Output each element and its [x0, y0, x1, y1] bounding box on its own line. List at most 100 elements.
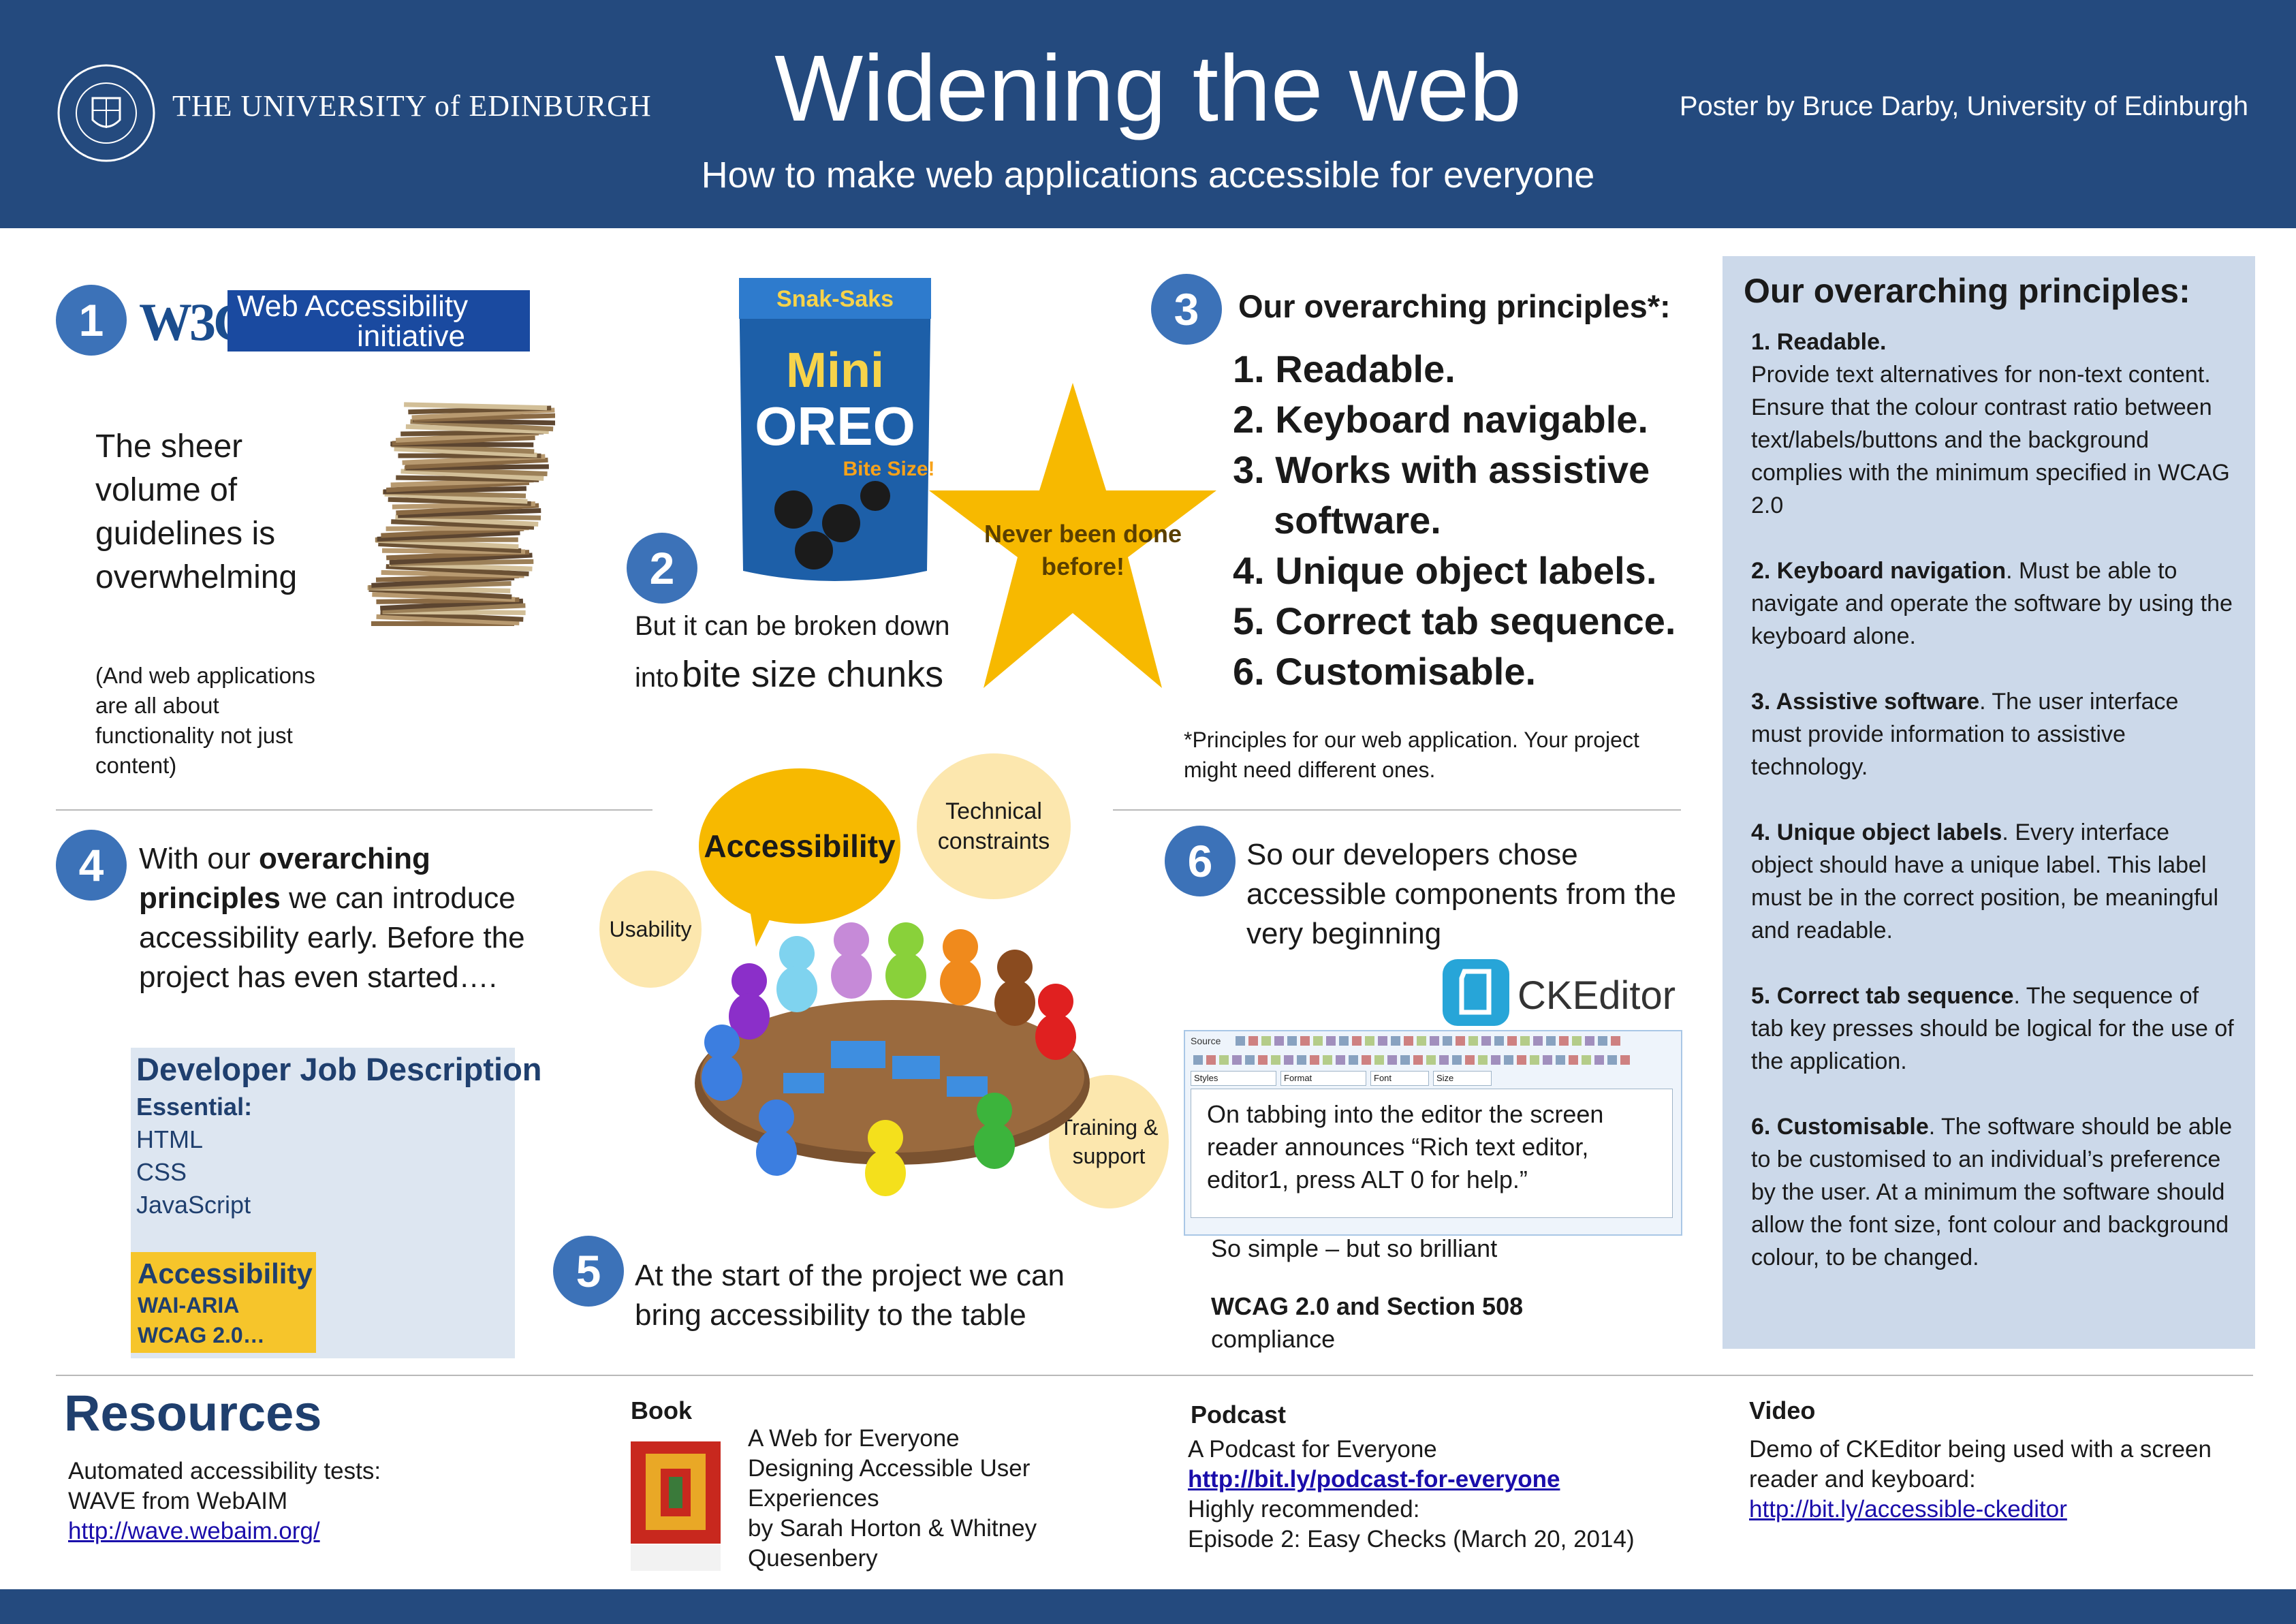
toolbar-button-icon[interactable]	[1258, 1055, 1268, 1065]
toolbar-button-icon[interactable]	[1300, 1036, 1310, 1046]
toolbar-button-icon[interactable]	[1362, 1055, 1371, 1065]
ck-font-select[interactable]: Font	[1370, 1071, 1429, 1086]
toolbar-button-icon[interactable]	[1245, 1055, 1255, 1065]
video-link[interactable]: http://bit.ly/accessible-ckeditor	[1749, 1496, 2067, 1522]
sidebar-item: 5. Correct tab sequence. The sequence of…	[1751, 980, 2235, 1078]
ck-format-select[interactable]: Format	[1280, 1071, 1366, 1086]
toolbar-button-icon[interactable]	[1468, 1036, 1478, 1046]
toolbar-button-icon[interactable]	[1607, 1055, 1617, 1065]
figure-head	[779, 936, 815, 971]
toolbar-button-icon[interactable]	[1391, 1036, 1400, 1046]
toolbar-button-icon[interactable]	[1556, 1055, 1565, 1065]
toolbar-button-icon[interactable]	[1520, 1036, 1530, 1046]
toolbar-button-icon[interactable]	[1236, 1036, 1245, 1046]
toolbar-button-icon[interactable]	[1232, 1055, 1242, 1065]
toolbar-button-icon[interactable]	[1248, 1036, 1258, 1046]
toolbar-button-icon[interactable]	[1465, 1055, 1475, 1065]
ck-editor-text: On tabbing into the editor the screen re…	[1207, 1100, 1604, 1193]
ck-toolbar-icons	[1236, 1036, 1620, 1046]
toolbar-button-icon[interactable]	[1439, 1055, 1449, 1065]
toolbar-button-icon[interactable]	[1297, 1055, 1306, 1065]
toolbar-button-icon[interactable]	[1481, 1036, 1491, 1046]
toolbar-button-icon[interactable]	[1339, 1036, 1349, 1046]
early-text-bold: overarching principles	[139, 842, 430, 915]
toolbar-button-icon[interactable]	[1193, 1055, 1203, 1065]
toolbar-button-icon[interactable]	[1504, 1055, 1513, 1065]
ck-size-select[interactable]: Size	[1433, 1071, 1492, 1086]
toolbar-button-icon[interactable]	[1365, 1036, 1374, 1046]
toolbar-button-icon[interactable]	[1582, 1055, 1591, 1065]
toolbar-button-icon[interactable]	[1611, 1036, 1620, 1046]
toolbar-button-icon[interactable]	[1533, 1036, 1543, 1046]
toolbar-button-icon[interactable]	[1417, 1036, 1426, 1046]
figure-head	[759, 1099, 794, 1135]
toolbar-button-icon[interactable]	[1400, 1055, 1410, 1065]
toolbar-button-icon[interactable]	[1352, 1036, 1362, 1046]
figure-head	[868, 1120, 903, 1155]
toolbar-button-icon[interactable]	[1274, 1036, 1284, 1046]
toolbar-button-icon[interactable]	[1313, 1036, 1323, 1046]
sidebar-item: 3. Assistive software. The user interfac…	[1751, 685, 2235, 783]
paper-sheet	[413, 413, 555, 422]
toolbar-button-icon[interactable]	[1349, 1055, 1358, 1065]
toolbar-button-icon[interactable]	[1569, 1055, 1578, 1065]
toolbar-button-icon[interactable]	[1413, 1055, 1423, 1065]
toolbar-button-icon[interactable]	[1336, 1055, 1345, 1065]
toolbar-button-icon[interactable]	[1452, 1055, 1462, 1065]
automated-line2: WAVE from WebAIM	[68, 1488, 288, 1514]
toolbar-button-icon[interactable]	[1404, 1036, 1413, 1046]
toolbar-button-icon[interactable]	[1491, 1055, 1500, 1065]
sidebar-item-body: . The sequence of tab key presses should…	[1751, 983, 2234, 1074]
toolbar-button-icon[interactable]	[1323, 1055, 1332, 1065]
podcast-heading: Podcast	[1191, 1401, 1287, 1428]
toolbar-button-icon[interactable]	[1219, 1055, 1229, 1065]
toolbar-button-icon[interactable]	[1530, 1055, 1539, 1065]
toolbar-button-icon[interactable]	[1478, 1055, 1488, 1065]
toolbar-button-icon[interactable]	[1443, 1036, 1452, 1046]
university-crest-icon	[57, 64, 155, 162]
toolbar-button-icon[interactable]	[1543, 1055, 1552, 1065]
ck-styles-select[interactable]: Styles	[1191, 1071, 1276, 1086]
paper-stack-image	[367, 402, 555, 626]
toolbar-button-icon[interactable]	[1374, 1055, 1384, 1065]
university-name: THE UNIVERSITY of EDINBURGH	[172, 89, 652, 123]
section-number-3: 3	[1151, 274, 1222, 345]
toolbar-button-icon[interactable]	[1206, 1055, 1216, 1065]
toolbar-button-icon[interactable]	[1546, 1036, 1556, 1046]
accessibility-skill: WCAG 2.0…	[138, 1323, 265, 1347]
bubble-usability: Usability	[599, 871, 702, 988]
toolbar-button-icon[interactable]	[1620, 1055, 1630, 1065]
toolbar-button-icon[interactable]	[1494, 1036, 1504, 1046]
toolbar-button-icon[interactable]	[1387, 1055, 1397, 1065]
toolbar-button-icon[interactable]	[1326, 1036, 1336, 1046]
toolbar-button-icon[interactable]	[1378, 1036, 1387, 1046]
toolbar-button-icon[interactable]	[1598, 1036, 1607, 1046]
toolbar-button-icon[interactable]	[1559, 1036, 1569, 1046]
ck-source-button[interactable]: Source	[1191, 1035, 1221, 1046]
toolbar-button-icon[interactable]	[1284, 1055, 1293, 1065]
ck-toolbar-row1	[1233, 1034, 1669, 1048]
toolbar-button-icon[interactable]	[1261, 1036, 1271, 1046]
toolbar-button-icon[interactable]	[1517, 1055, 1526, 1065]
paper-sheet	[392, 435, 535, 446]
podcast-link[interactable]: http://bit.ly/podcast-for-everyone	[1188, 1466, 1560, 1493]
toolbar-button-icon[interactable]	[1287, 1036, 1297, 1046]
poster-byline: Poster by Bruce Darby, University of Edi…	[1679, 91, 2248, 121]
toolbar-button-icon[interactable]	[1594, 1055, 1604, 1065]
toolbar-button-icon[interactable]	[1430, 1036, 1439, 1046]
principles-sidebar	[1723, 256, 2255, 1349]
toolbar-button-icon[interactable]	[1507, 1036, 1517, 1046]
toolbar-button-icon[interactable]	[1426, 1055, 1436, 1065]
ck-toolbar-row2	[1191, 1053, 1667, 1067]
sidebar-item-head: 4. Unique object labels	[1751, 819, 2002, 845]
toolbar-button-icon[interactable]	[1572, 1036, 1582, 1046]
ck-editing-area[interactable]	[1191, 1089, 1673, 1218]
section-number-2: 2	[627, 533, 697, 604]
toolbar-button-icon[interactable]	[1456, 1036, 1465, 1046]
wave-link[interactable]: http://wave.webaim.org/	[68, 1518, 320, 1544]
toolbar-button-icon[interactable]	[1585, 1036, 1594, 1046]
toolbar-button-icon[interactable]	[1310, 1055, 1319, 1065]
toolbar-button-icon[interactable]	[1271, 1055, 1280, 1065]
oreo-bag-image: Snak-Saks Mini OREO Bite Size!	[739, 278, 935, 581]
book-line: Quesenbery	[748, 1545, 878, 1572]
